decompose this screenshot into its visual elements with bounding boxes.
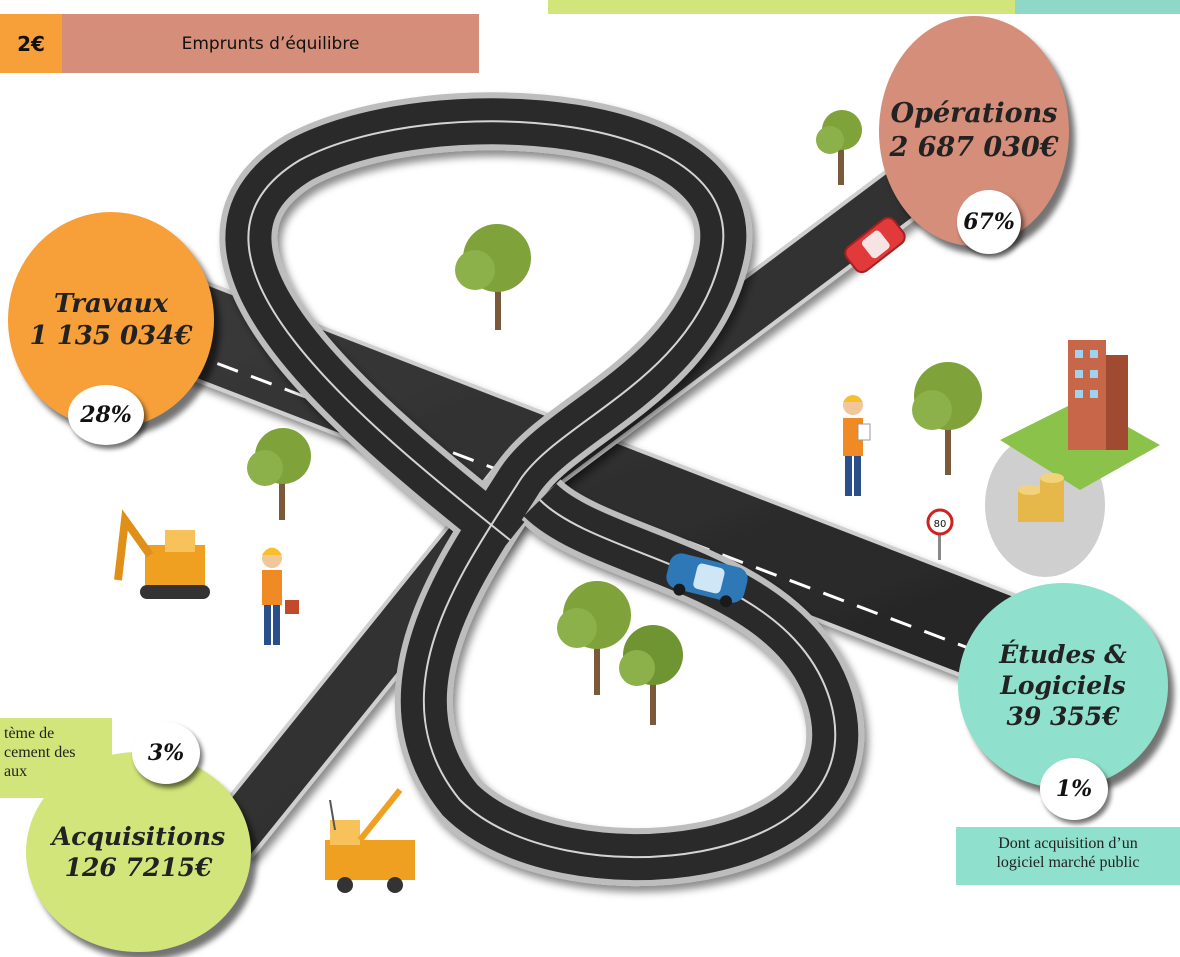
left-amount-cell: 2€ [0, 14, 62, 73]
top-teal-strip [1015, 0, 1180, 14]
logiciel-note: Dont acquisition d’un logiciel marché pu… [956, 827, 1180, 885]
logiciel-note-line2: logiciel marché public [996, 854, 1140, 872]
logiciel-note-line1: Dont acquisition d’un [998, 835, 1138, 852]
speed-sign-value: 80 [934, 519, 947, 530]
engineer-icon [843, 395, 871, 496]
travaux-name: Travaux [53, 288, 169, 319]
etudes-name-2: Logiciels [1000, 670, 1126, 700]
operations-percent: 67% [963, 209, 1015, 235]
etudes-name-1: Études & [999, 639, 1127, 669]
emprunts-cell: Emprunts d’équilibre [62, 14, 479, 73]
building-icon [1000, 340, 1160, 490]
top-green-strip [548, 0, 1015, 14]
tree-icon [816, 110, 862, 185]
operations-amount: 2 687 030€ [889, 132, 1059, 163]
crane-truck-icon [325, 788, 415, 893]
acquisitions-percent-badge: 3% [132, 722, 200, 784]
tree-icon [557, 581, 631, 695]
blue-car-icon [666, 553, 748, 608]
tree-icon [912, 362, 982, 475]
worker-icon [262, 547, 299, 645]
etudes-percent-badge: 1% [1040, 758, 1108, 820]
speed-sign-icon: 80 [926, 508, 954, 560]
tree-icon [619, 625, 683, 725]
coins-icon [1018, 473, 1064, 522]
travaux-percent: 28% [80, 402, 132, 428]
systeme-note: tème de cement des aux [0, 718, 112, 798]
etudes-hub: Études & Logiciels 39 355€ [958, 583, 1168, 788]
loop-road [219, 92, 865, 887]
etudes-percent: 1% [1055, 776, 1093, 802]
etudes-amount: 39 355€ [1006, 702, 1120, 732]
travaux-percent-badge: 28% [68, 385, 144, 445]
travaux-amount: 1 135 034€ [29, 321, 193, 351]
acquisitions-name: Acquisitions [51, 821, 226, 851]
left-amount: 2€ [17, 31, 45, 56]
acquisitions-percent: 3% [147, 740, 185, 766]
systeme-note-line1: tème de [4, 725, 55, 742]
systeme-note-line3: aux [4, 763, 28, 781]
tree-icon [247, 428, 311, 520]
operations-percent-badge: 67% [957, 190, 1021, 254]
systeme-note-line2: cement des [4, 744, 76, 762]
acquisitions-amount: 126 7215€ [64, 853, 213, 882]
red-car-icon [844, 216, 906, 274]
excavator-icon [114, 509, 210, 599]
operations-name: Opérations [890, 98, 1058, 130]
tree-icon [455, 224, 531, 330]
emprunts-label: Emprunts d’équilibre [181, 34, 360, 54]
